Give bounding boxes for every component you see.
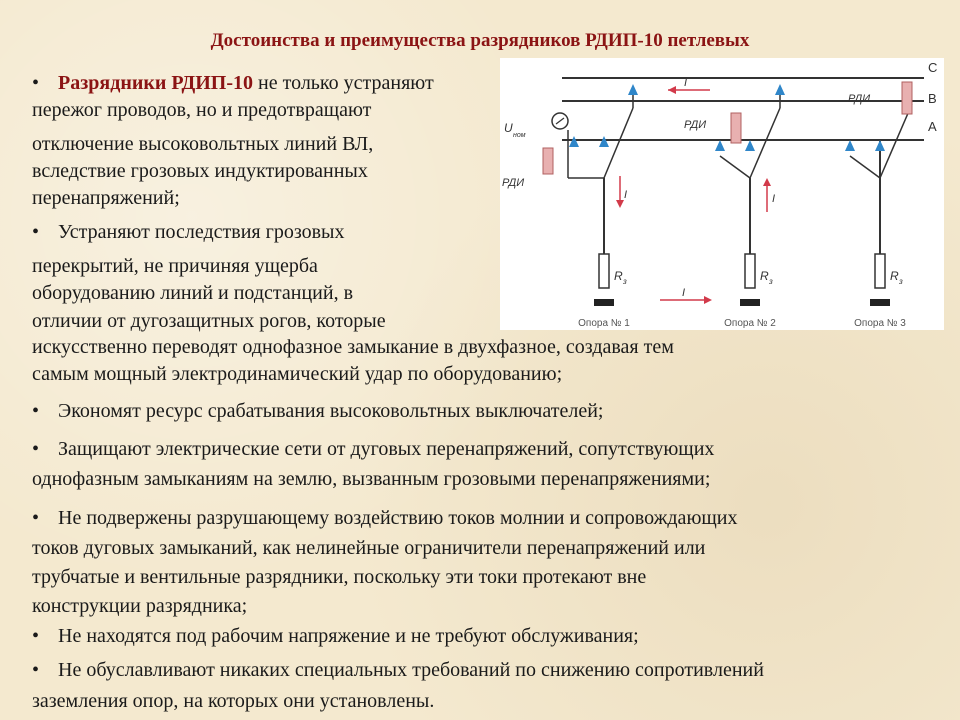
bullet-2-line-5: искусственно переводят однофазное замыка…	[32, 336, 674, 358]
bullet-marker: •	[32, 400, 40, 422]
u-nom-subscript: ном	[513, 132, 526, 139]
resistor-subscript-2: з	[768, 277, 773, 286]
ground-resistor-3	[874, 253, 886, 289]
insulator-icon	[599, 136, 609, 147]
bullet-7-line-1: •Не обуславливают никаких специальных тр…	[32, 657, 764, 684]
rdi-label-3: РДИ	[848, 93, 870, 105]
rdi-label-2: РДИ	[684, 119, 706, 131]
phase-label-c: C	[928, 60, 937, 75]
bullet-2-line-2: перекрытий, не причиняя ущерба	[32, 255, 318, 277]
bullet-1-line-4: вследствие грозовых индуктированных	[32, 160, 368, 182]
resistor-subscript-1: з	[622, 277, 627, 286]
resistor-label-3: R	[890, 269, 899, 283]
bullet-marker: •	[32, 221, 40, 243]
bullet-5-line-2: токов дуговых замыканий, как нелинейные …	[32, 537, 706, 559]
ground-icon	[870, 299, 890, 306]
insulator-icon	[628, 84, 638, 95]
bullet-1-line-2: пережог проводов, но и предотвращают	[32, 99, 372, 121]
ground-resistor-2	[744, 253, 756, 289]
bullet-1-line-3: отключение высоковольтных линий ВЛ,	[32, 133, 374, 155]
ground-resistor-1	[598, 253, 610, 289]
insulator-icon	[845, 140, 855, 151]
current-label-ground: I	[682, 287, 685, 299]
bullet-6-line-1: •Не находятся под рабочим напряжение и н…	[32, 623, 639, 650]
bullet-marker: •	[32, 659, 40, 681]
u-nom-label: U	[504, 121, 513, 135]
insulator-icon	[715, 140, 725, 151]
arrester-2	[730, 112, 742, 144]
bullet-1-line-1: •Разрядники РДИП-10 не только устраняют	[32, 70, 434, 97]
insulator-icon	[569, 136, 579, 147]
bullet-5-line-4: конструкции разрядника;	[32, 595, 248, 617]
ground-icon	[740, 299, 760, 306]
bullet-2-line-6: самым мощный электродинамический удар по…	[32, 363, 563, 385]
current-label-up: I	[772, 193, 775, 205]
ground-icon	[594, 299, 614, 306]
bullet-4-line-2: однофазным замыканиям на землю, вызванны…	[32, 468, 711, 490]
resistor-label-2: R	[760, 269, 769, 283]
bullet-2-line-4: отличии от дугозащитных рогов, которые	[32, 310, 386, 332]
diagram-background	[500, 58, 944, 330]
phase-label-b: B	[928, 91, 937, 106]
resistor-label-1: R	[614, 269, 623, 283]
highlight-rdip: Разрядники РДИП-10	[58, 72, 254, 94]
support-label-1: Опора № 1	[578, 318, 630, 329]
bullet-4-line-1: •Защищают электрические сети от дуговых …	[32, 436, 714, 463]
current-label-down: I	[624, 189, 627, 201]
voltmeter-needle	[555, 117, 565, 125]
current-label-top: I	[684, 77, 687, 89]
bullet-2-line-1: •Устраняют последствия грозовых	[32, 219, 345, 246]
rdi-label-1: РДИ	[502, 177, 524, 189]
insulator-icon	[875, 140, 885, 151]
bullet-marker: •	[32, 625, 40, 647]
bullet-marker: •	[32, 72, 40, 94]
arrester-1	[542, 147, 554, 175]
slide-title: Достоинства и преимущества разрядников Р…	[210, 30, 750, 51]
rdip-wiring-diagram: C B A U ном РДИ R з Опора № 1 РДИ R з Оп…	[500, 58, 944, 330]
bullet-marker: •	[32, 438, 40, 460]
phase-label-a: A	[928, 119, 937, 134]
bullet-5-line-3: трубчатые и вентильные разрядники, поско…	[32, 566, 647, 588]
bullet-marker: •	[32, 507, 40, 529]
support-label-2: Опора № 2	[724, 318, 776, 329]
bullet-5-line-1: •Не подвержены разрушающему воздействию …	[32, 505, 737, 532]
bullet-2-line-3: оборудованию линий и подстанций, в	[32, 282, 354, 304]
bullet-1-line-5: перенапряжений;	[32, 187, 180, 209]
insulator-icon	[745, 140, 755, 151]
bullet-7-line-2: заземления опор, на которых они установл…	[32, 690, 435, 712]
resistor-subscript-3: з	[898, 277, 903, 286]
arrester-3	[901, 81, 913, 115]
bullet-3-line-1: •Экономят ресурс срабатывания высоковоль…	[32, 398, 603, 425]
support-label-3: Опора № 3	[854, 318, 906, 329]
insulator-icon	[775, 84, 785, 95]
